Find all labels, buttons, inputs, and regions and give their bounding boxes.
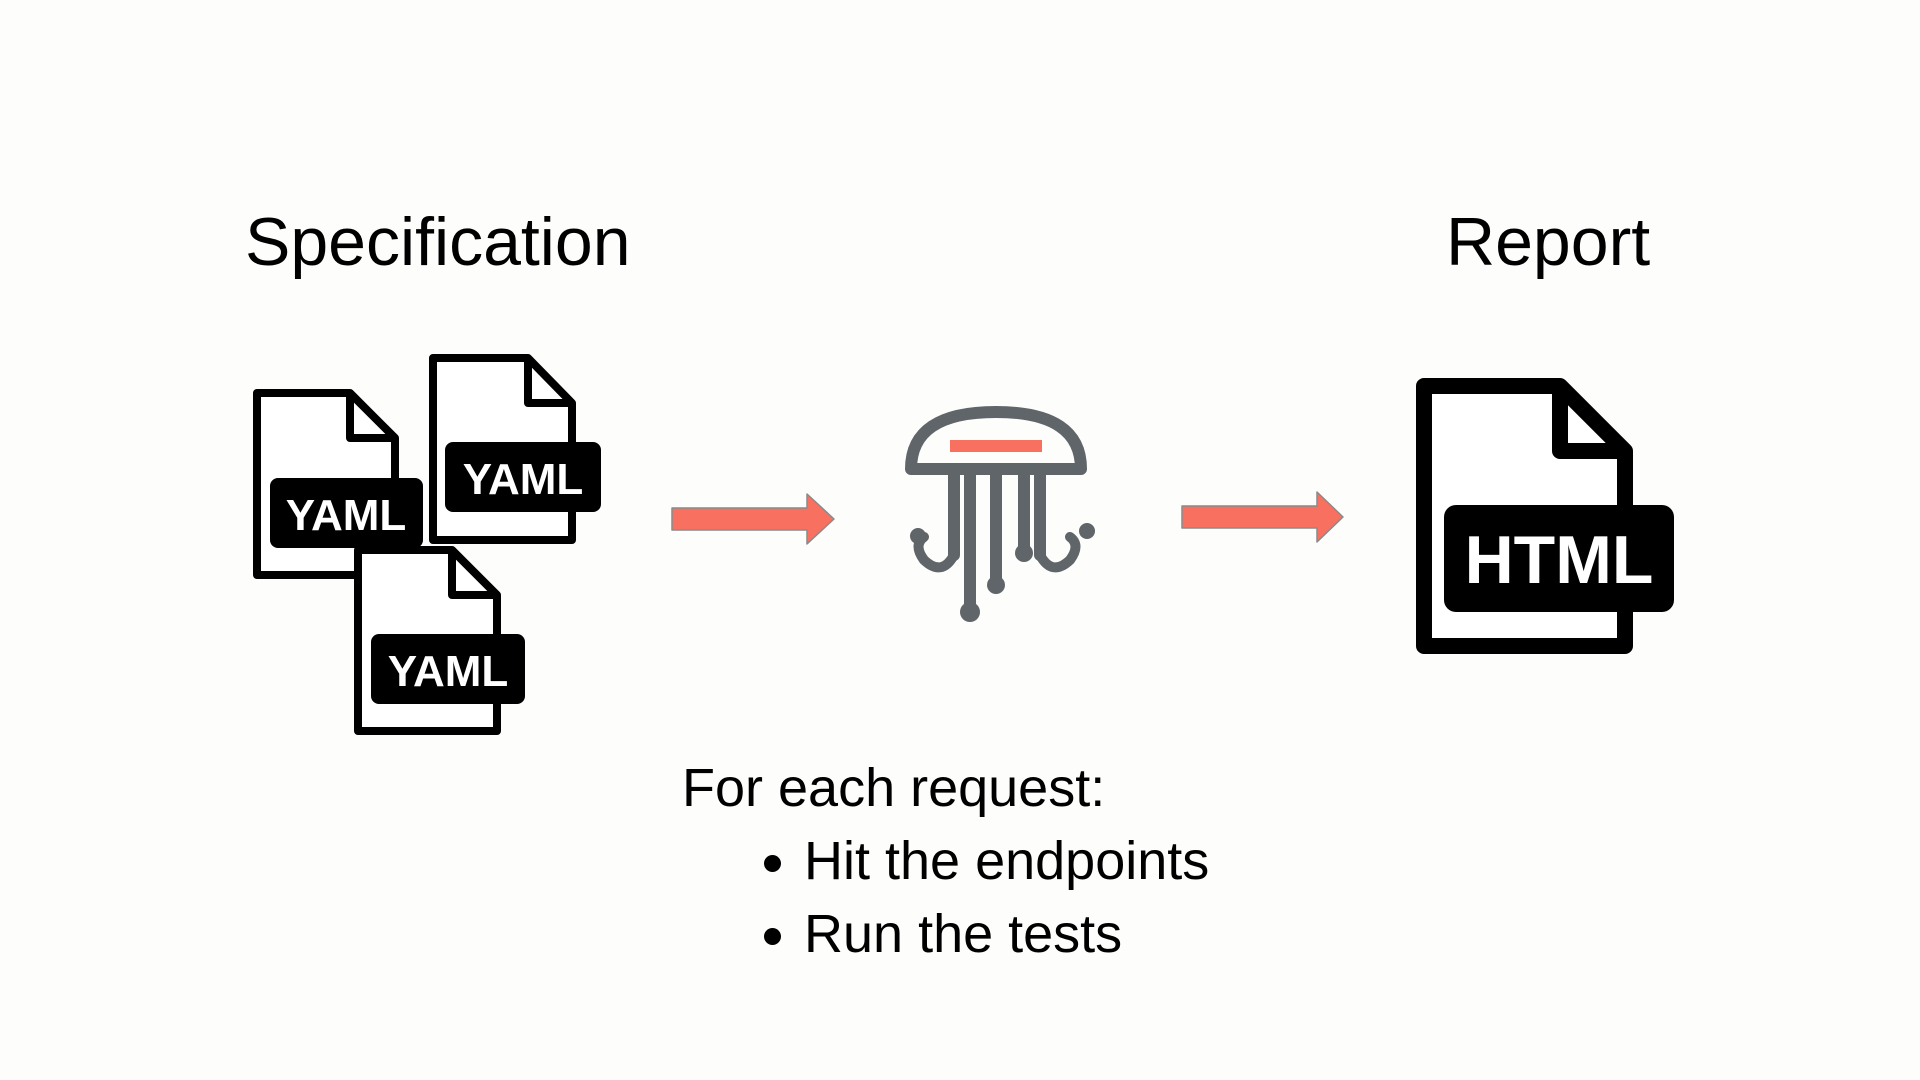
html-badge-label: HTML bbox=[1465, 522, 1654, 598]
yaml-badge-label: YAML bbox=[286, 491, 407, 540]
step-item: Run the tests bbox=[764, 898, 1209, 971]
yaml-file-icon: YAML bbox=[354, 546, 525, 735]
step-item: Hit the endpoints bbox=[764, 825, 1209, 898]
html-file-icon: HTML bbox=[1416, 378, 1674, 654]
yaml-badge-label: YAML bbox=[463, 455, 584, 504]
process-steps: For each request: Hit the endpoints Run … bbox=[682, 752, 1209, 971]
steps-heading: For each request: bbox=[682, 758, 1106, 818]
yaml-file-icon: YAML bbox=[253, 389, 423, 579]
yaml-badge-label: YAML bbox=[388, 647, 509, 696]
steps-list: Hit the endpoints Run the tests bbox=[682, 825, 1209, 971]
specification-title: Specification bbox=[245, 204, 631, 280]
yaml-file-icon: YAML bbox=[429, 354, 601, 544]
jellyfish-logo-icon bbox=[905, 406, 1095, 622]
right-arrow-icon bbox=[671, 493, 835, 545]
right-arrow-icon bbox=[1181, 491, 1344, 543]
report-title: Report bbox=[1446, 204, 1651, 280]
